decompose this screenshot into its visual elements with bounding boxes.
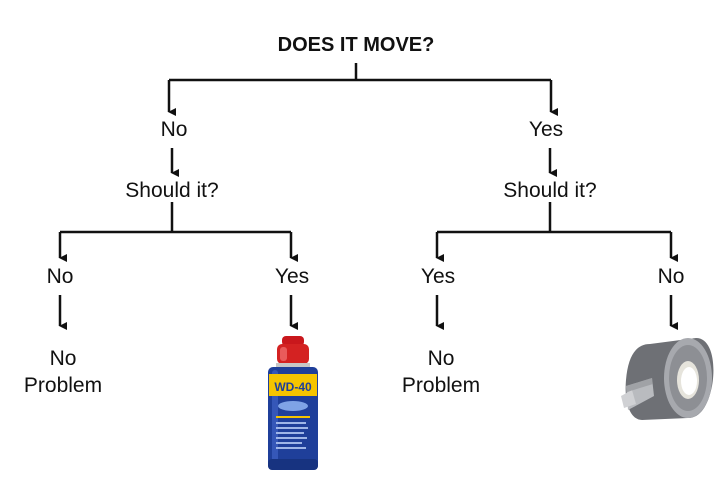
answer-no-node: No — [160, 118, 188, 141]
outcome-no-problem-right: No Problem — [401, 347, 481, 397]
left-yes-node: Yes — [274, 265, 310, 288]
left-no-node: No — [46, 265, 74, 288]
duct-tape-icon — [621, 338, 714, 420]
question-should-it-left: Should it? — [125, 179, 219, 202]
can-brand-label: WD-40 — [274, 380, 312, 394]
answer-yes-node: Yes — [528, 118, 564, 141]
outcome-no-problem-left: No Problem — [23, 347, 103, 397]
right-yes-node: Yes — [420, 265, 456, 288]
chart-title: DOES IT MOVE? — [277, 34, 435, 56]
wd40-spray-can-icon: WD-40 — [268, 336, 318, 470]
right-no-node: No — [657, 265, 685, 288]
question-should-it-right: Should it? — [503, 179, 597, 202]
